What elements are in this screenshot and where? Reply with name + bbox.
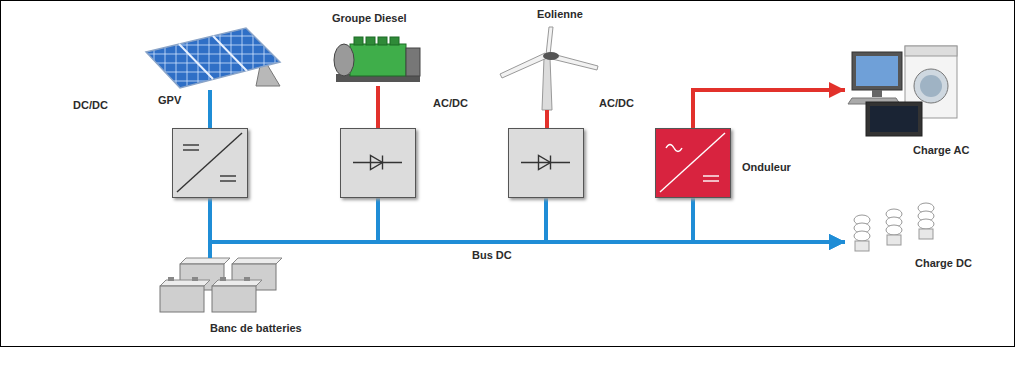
dc-load-bulbs: [854, 203, 934, 251]
ac-load-appliances-part: [870, 106, 918, 132]
symbol-stroke: [382, 156, 383, 170]
symbol-stroke: [703, 175, 719, 176]
symbol-stroke: [353, 162, 402, 163]
diesel-generator-part: [366, 37, 375, 45]
symbol-stroke: [660, 133, 725, 192]
converter-symbol: [656, 129, 729, 196]
wind-turbine-node: Eolienne: [495, 24, 599, 110]
dc-load-bulbs-part: [919, 229, 933, 239]
wind-turbine-part: [546, 27, 553, 55]
node-label: AC/DC: [433, 97, 468, 110]
battery-bank-part: [212, 286, 256, 312]
diesel-generator-part: [350, 44, 406, 76]
diode-symbol: [371, 156, 383, 170]
symbol-stroke: [666, 145, 682, 152]
ac-wire: [545, 110, 549, 128]
battery-bank-part: [220, 277, 226, 281]
converter-box: DC/DC: [172, 128, 248, 198]
symbol-stroke: [220, 180, 236, 181]
wind-turbine-part: [542, 58, 552, 110]
diesel-generator-part: [354, 37, 363, 45]
inverter-box: Onduleur: [655, 128, 731, 198]
battery-bank-part: [180, 258, 230, 264]
converter-symbol: [173, 129, 246, 196]
converter-box: AC/DC: [340, 128, 416, 198]
dc-bus-wire: [210, 198, 845, 242]
battery-bank-part: [168, 277, 174, 281]
ac-wire: [693, 90, 845, 128]
converter-symbol: [509, 129, 582, 196]
diode-symbol: [539, 156, 551, 170]
dc-load-bulbs-part: [886, 225, 902, 235]
solar-panel: [146, 28, 280, 88]
node-label: DC/DC: [73, 99, 108, 112]
dc-load-node: Charge DC: [845, 198, 980, 258]
solar-panel-part: [146, 28, 280, 88]
dc-bus-wire: [378, 198, 845, 242]
ac-load-appliances-part: [914, 69, 948, 103]
ac-load-appliances-part: [866, 102, 922, 136]
symbol-stroke: [177, 133, 242, 192]
battery-bank-part: [160, 280, 210, 286]
diesel-generator-part: [378, 37, 387, 45]
node-label: GPV: [158, 94, 181, 107]
node-label: Banc de batteries: [210, 322, 302, 335]
node-label: Groupe Diesel: [332, 12, 407, 25]
diesel-generator-part: [406, 48, 420, 76]
battery-bank-part: [160, 286, 204, 312]
diesel-generator-part: [334, 44, 354, 76]
dc-load-bulbs-part: [855, 241, 869, 251]
node-label: Charge DC: [915, 257, 972, 270]
node-label: Onduleur: [742, 161, 791, 174]
edge-label: Bus DC: [470, 249, 514, 262]
solar-panel-part: [213, 36, 247, 71]
generator-node: Groupe Diesel: [330, 36, 426, 86]
converter-symbol: [341, 129, 414, 196]
battery-bank-part: [192, 277, 198, 281]
node-label: AC/DC: [599, 97, 634, 110]
dc-bus-wire: [546, 198, 845, 242]
symbol-stroke: [183, 144, 199, 145]
symbol-stroke: [521, 162, 570, 163]
dc-bus-wire: [210, 198, 693, 242]
node-label: Charge AC: [913, 144, 969, 157]
node-label: Eolienne: [537, 8, 583, 21]
dc-load-bulbs-part: [918, 219, 934, 229]
ac-wire: [376, 86, 380, 128]
dc-load-bulbs-part: [854, 231, 870, 241]
battery-bank-part: [212, 280, 262, 286]
wind-turbine-part: [500, 53, 547, 78]
ac-load-appliances: [848, 46, 957, 136]
dc-load-bulbs-part: [887, 235, 901, 245]
converter-box: AC/DC: [508, 128, 584, 198]
symbol-stroke: [703, 180, 719, 181]
symbol-stroke: [550, 156, 551, 170]
ac-load-appliances-part: [852, 52, 902, 90]
dc-bus-wire: [208, 90, 212, 128]
battery-bank-part: [232, 258, 282, 264]
symbol-stroke: [220, 175, 236, 176]
ac-load-appliances-part: [905, 46, 957, 56]
symbol-stroke: [183, 149, 199, 150]
wind-turbine-part: [543, 52, 559, 60]
wind-turbine: [500, 27, 598, 110]
solar-panel-node: GPV: [140, 28, 280, 90]
diesel-generator: [334, 37, 420, 82]
ac-load-node: Charge AC: [845, 40, 980, 140]
ac-load-appliances-part: [856, 56, 898, 86]
battery-node: Banc de batteries: [140, 258, 290, 320]
solar-panel-part: [179, 44, 213, 79]
ac-load-appliances-part: [920, 75, 942, 97]
battery-bank-part: [244, 277, 250, 281]
battery-bank: [160, 258, 282, 312]
frame-border: [1, 1, 1015, 347]
diesel-generator-part: [390, 37, 399, 45]
ac-load-appliances-part: [872, 90, 882, 97]
